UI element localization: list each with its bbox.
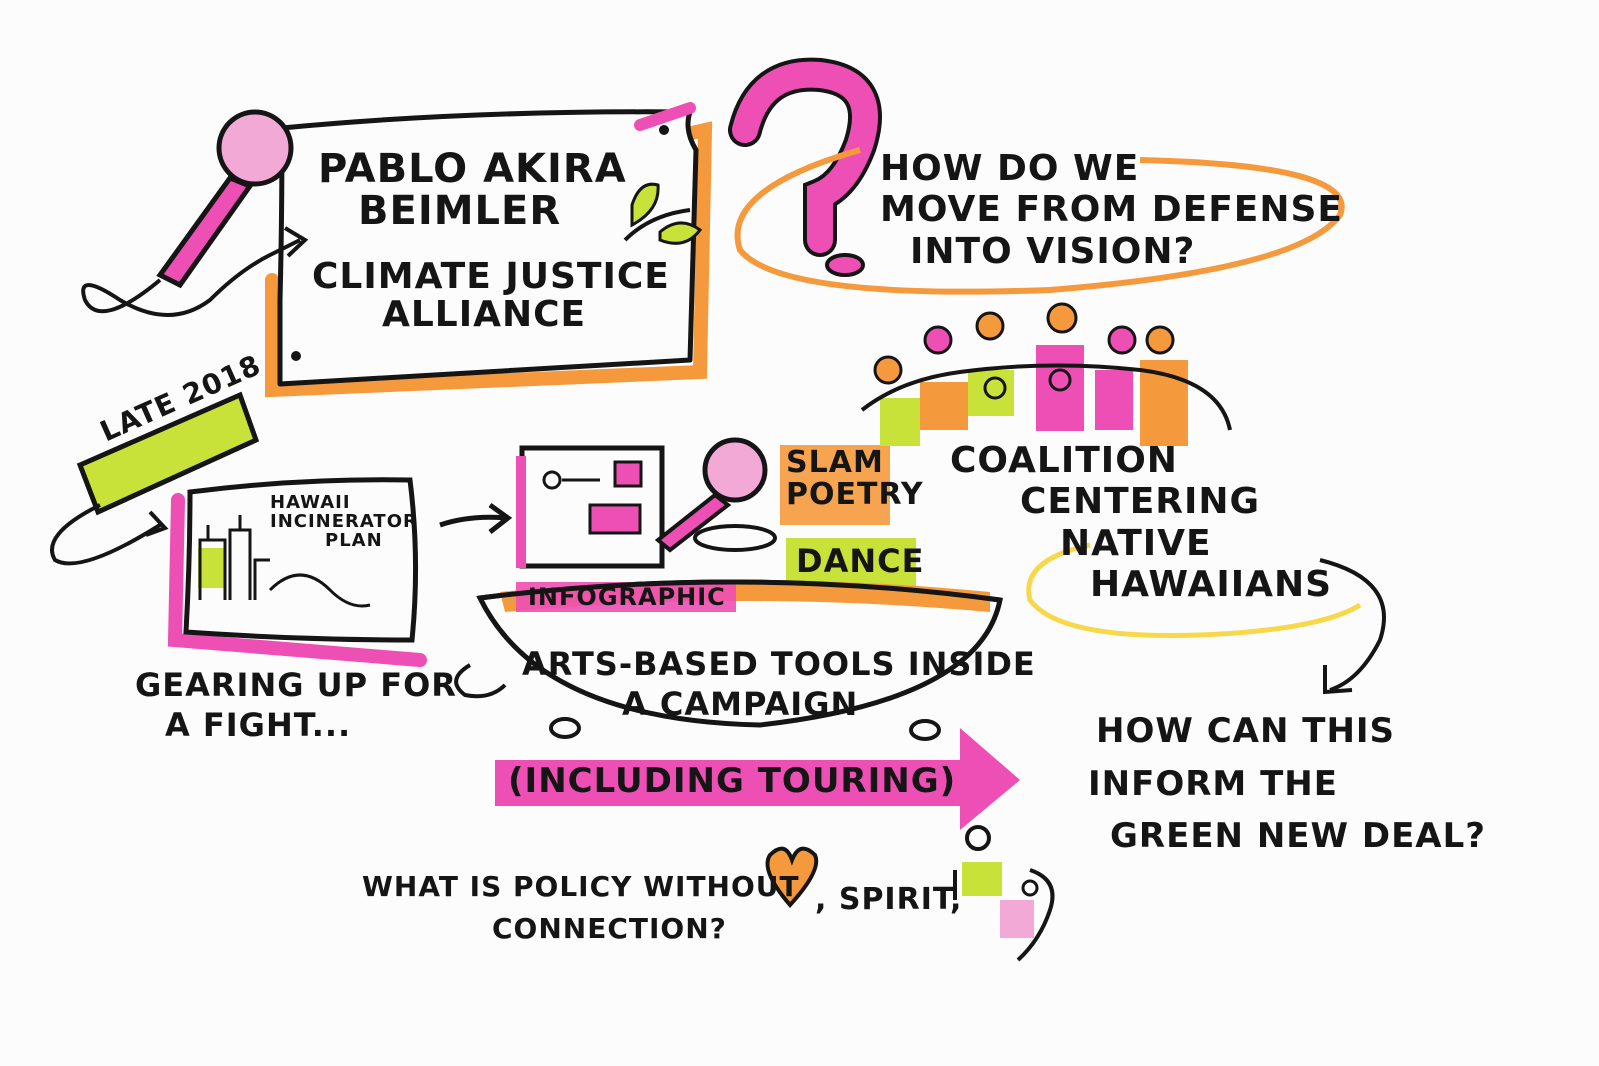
microphone-icon xyxy=(81,109,309,317)
gearing-line1: GEARING UP FOR xyxy=(135,666,457,704)
slam-highlight xyxy=(780,445,890,525)
speaker-org-line1: CLIMATE JUSTICE xyxy=(312,256,670,297)
bowl-icon xyxy=(454,579,1003,741)
microphone-small-icon xyxy=(654,437,777,553)
gnd-line2: INFORM THE xyxy=(1088,763,1338,804)
coalition-outline xyxy=(1026,542,1362,639)
speaker-org: CLIMATE JUSTICE ALLIANCE xyxy=(312,258,670,334)
dance-highlight xyxy=(786,538,916,588)
infographic-label: INFOGRAPHIC xyxy=(528,583,726,611)
policy-line1: WHAT IS POLICY WITHOUT xyxy=(362,870,800,903)
speaker-banner xyxy=(265,102,713,398)
arts-line2: A CAMPAIGN xyxy=(622,685,859,723)
touring-label: (INCLUDING TOURING) xyxy=(508,761,957,801)
question-top-line3: INTO VISION? xyxy=(910,230,1196,272)
incinerator-line2: INCINERATOR xyxy=(270,510,418,532)
coalition-line2: CENTERING xyxy=(1020,481,1261,523)
coalition-line1: COALITION xyxy=(950,440,1178,481)
slam-poetry-label: SLAM POETRY xyxy=(786,447,924,510)
pink-arrow xyxy=(495,728,1020,830)
coalition-people-icon xyxy=(860,302,1232,446)
gearing-line2: A FIGHT... xyxy=(165,706,352,744)
gnd-line1: HOW CAN THIS xyxy=(1096,711,1396,751)
date-ribbon xyxy=(50,391,260,566)
gnd-line3: GREEN NEW DEAL? xyxy=(1110,816,1487,857)
person-icon xyxy=(953,825,1055,962)
incinerator-poster xyxy=(167,477,427,667)
speaker-name-line1: PABLO AKIRA xyxy=(318,146,627,192)
dance-label: DANCE xyxy=(796,542,925,580)
arts-label: ARTS-BASED TOOLS INSIDE A CAMPAIGN xyxy=(522,644,1036,724)
speaker-org-line2: ALLIANCE xyxy=(382,293,587,335)
question-outline xyxy=(734,147,1345,295)
speaker-name-line2: BEIMLER xyxy=(358,188,562,234)
question-top-line2: MOVE FROM DEFENSE xyxy=(880,189,1344,231)
coalition-label: COALITION CENTERING NATIVE HAWAIIANS xyxy=(950,440,1332,606)
infographic-card xyxy=(516,445,665,569)
arts-line1: ARTS-BASED TOOLS INSIDE xyxy=(522,645,1036,683)
spirit-label: , SPIRIT, xyxy=(815,882,963,917)
incinerator-label: HAWAII INCINERATOR PLAN xyxy=(270,492,418,551)
curved-arrow-icon xyxy=(1319,558,1386,695)
gearing-label: GEARING UP FOR A FIGHT... xyxy=(135,665,457,745)
heart-icon xyxy=(765,846,819,909)
question-mark-icon xyxy=(728,57,882,277)
slam-label: SLAM xyxy=(786,445,884,480)
policy-line2: CONNECTION? xyxy=(492,912,727,945)
speaker-name: PABLO AKIRA BEIMLER xyxy=(318,148,627,232)
policy-label: WHAT IS POLICY WITHOUT CONNECTION? xyxy=(362,866,800,950)
arrow-icon xyxy=(439,502,513,534)
poetry-label: POETRY xyxy=(786,476,924,512)
question-top: HOW DO WE MOVE FROM DEFENSE INTO VISION? xyxy=(880,148,1343,272)
coalition-line4: HAWAIIANS xyxy=(1090,564,1333,606)
green-new-deal-label: HOW CAN THIS INFORM THE GREEN NEW DEAL? xyxy=(1088,705,1486,863)
question-top-line1: HOW DO WE xyxy=(880,148,1140,189)
coalition-line3: NATIVE xyxy=(1060,522,1212,564)
incinerator-line3: PLAN xyxy=(325,529,383,551)
leaf-icon xyxy=(623,182,703,245)
incinerator-line1: HAWAII xyxy=(270,492,351,513)
